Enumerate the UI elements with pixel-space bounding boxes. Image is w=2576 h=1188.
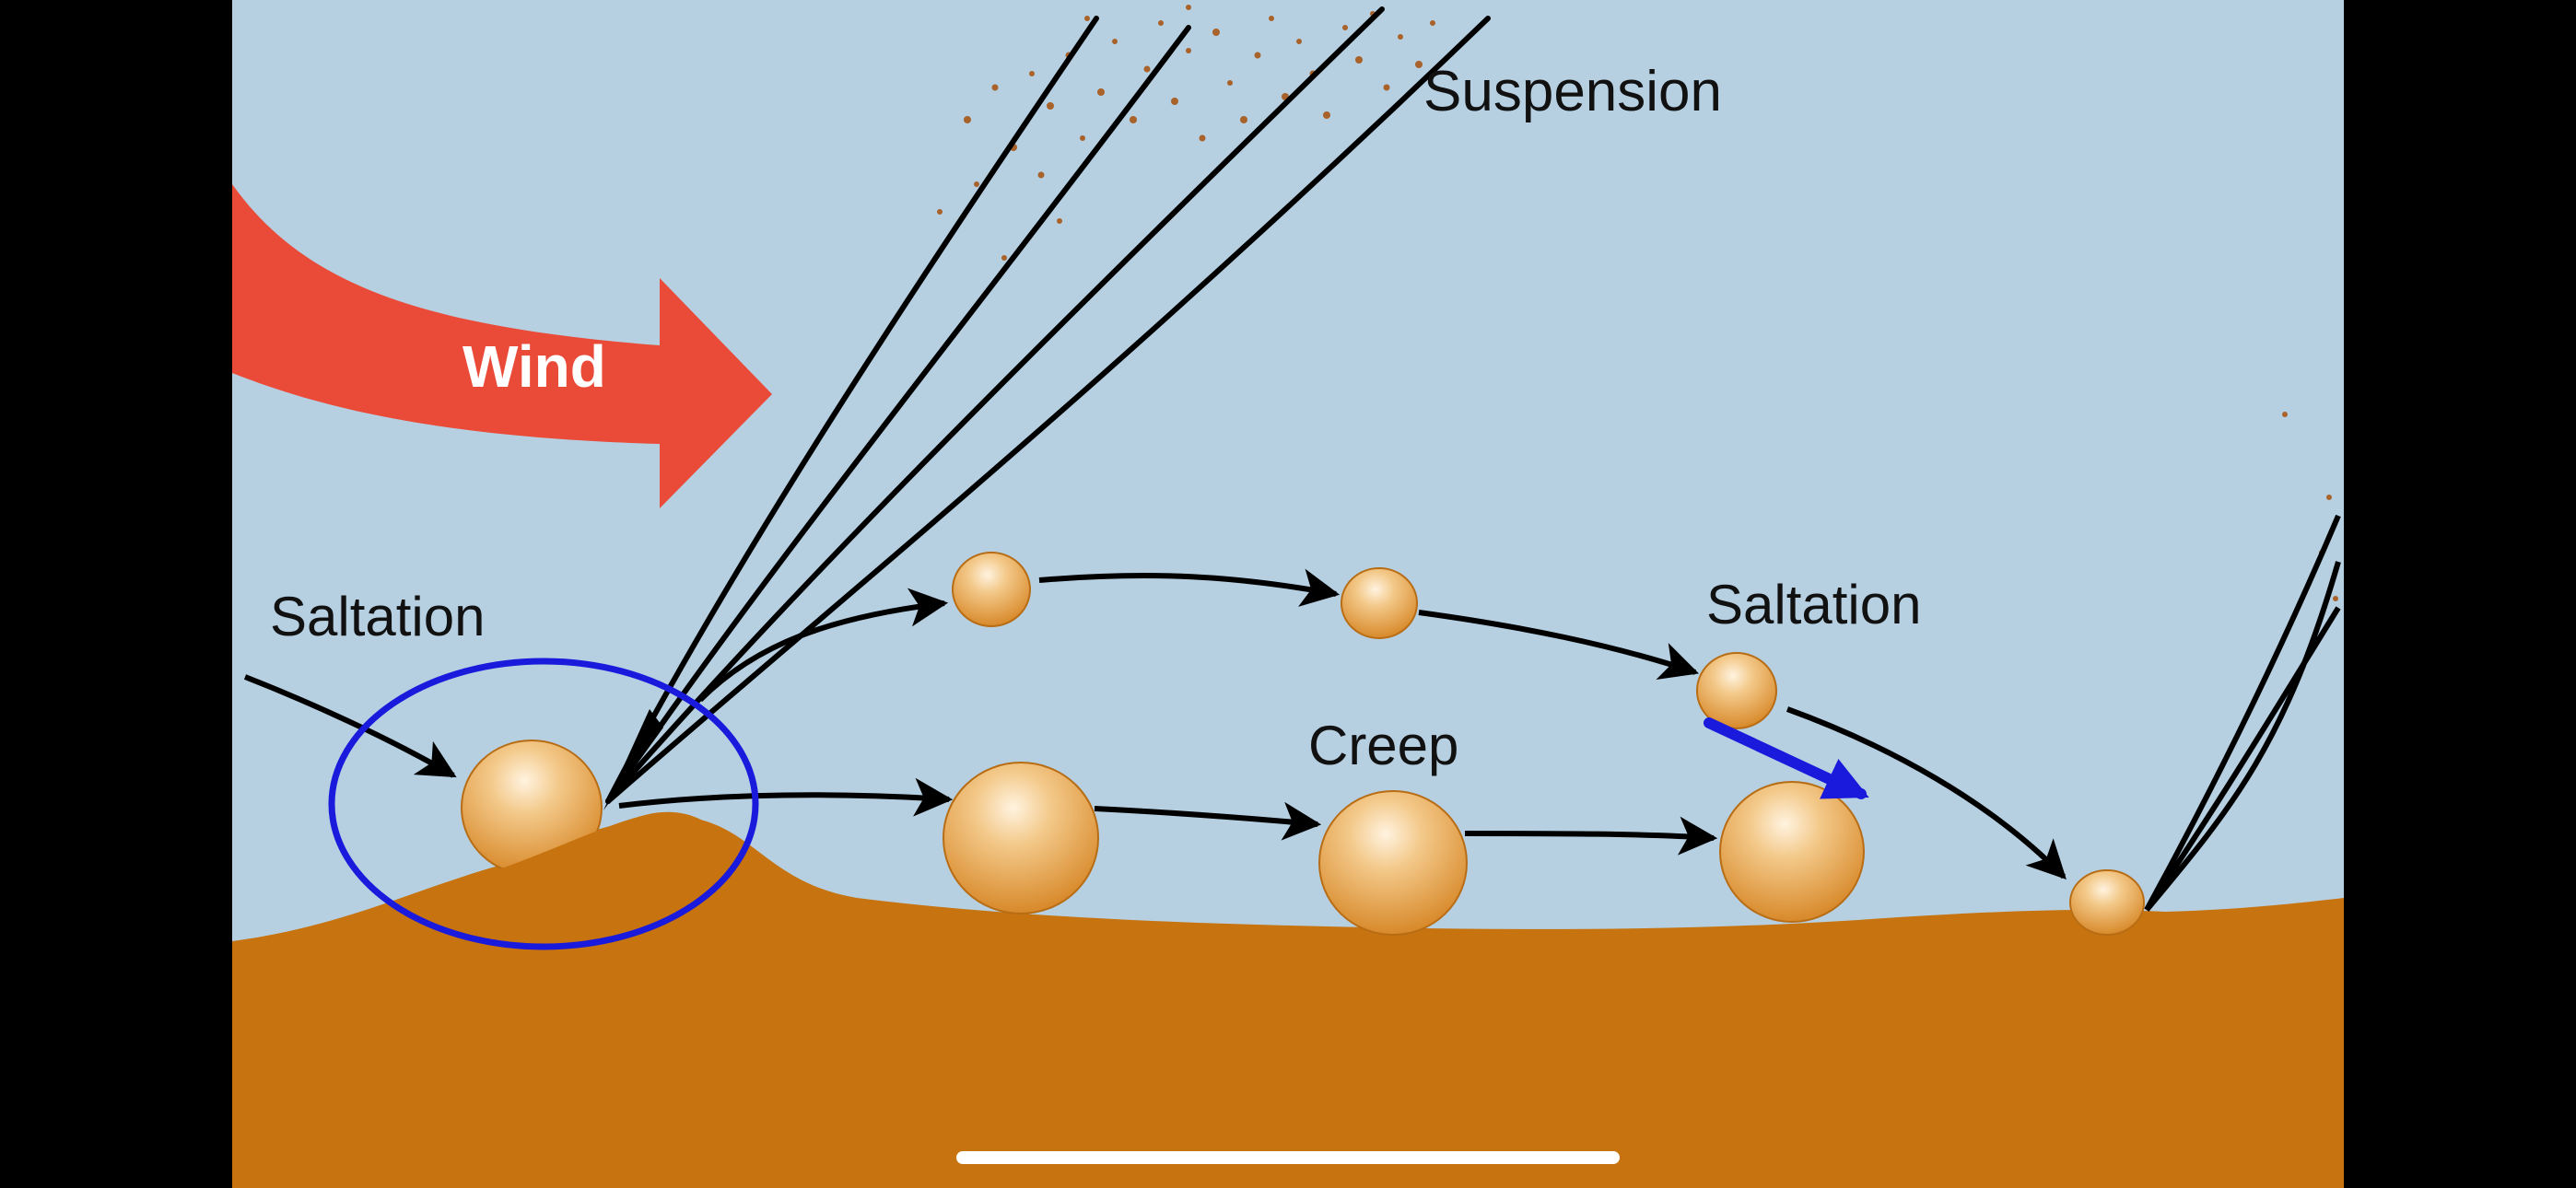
frame-right xyxy=(2344,0,2576,1188)
creep-label: Creep xyxy=(1308,715,1458,776)
saltation-path-3 xyxy=(1418,610,1699,680)
suspension-label: Suspension xyxy=(1423,60,1722,123)
saltation-grain-2 xyxy=(1341,567,1418,639)
impact-splash-wedge xyxy=(603,709,663,810)
saltation-grain-1 xyxy=(952,552,1031,627)
impact-mound xyxy=(433,811,746,921)
annotation-arrow xyxy=(1704,717,1869,799)
creep-trajectories xyxy=(618,777,1718,856)
creep-grain-3 xyxy=(1719,781,1865,923)
saltation-grain-4 xyxy=(2069,869,2145,936)
frame-left xyxy=(0,0,232,1188)
saltation-label-right: Saltation xyxy=(1706,574,1922,635)
wind-arrow xyxy=(232,184,772,508)
wind-label: Wind xyxy=(463,333,606,400)
sand-grains xyxy=(461,552,2145,936)
annotation-circle xyxy=(328,658,759,950)
ground-surface xyxy=(232,817,2344,1188)
creep-grain-2 xyxy=(1318,790,1468,936)
edge-streamlines xyxy=(2144,514,2341,912)
saltation-path-1 xyxy=(697,588,949,703)
saltation-grain-3 xyxy=(1696,652,1777,729)
creep-path-1 xyxy=(618,777,954,817)
saltation-path-4 xyxy=(1786,706,2067,880)
saltation-label-left: Saltation xyxy=(270,586,486,647)
creep-grain-1 xyxy=(943,762,1099,914)
saltation-trajectories xyxy=(243,568,2067,880)
creep-path-3 xyxy=(1464,816,1718,856)
home-indicator[interactable] xyxy=(956,1151,1620,1164)
suspension-dust xyxy=(937,5,1435,261)
creep-path-2 xyxy=(1094,801,1322,841)
saltation-path-2 xyxy=(1038,568,1341,607)
incoming-saltation-path xyxy=(243,674,457,778)
